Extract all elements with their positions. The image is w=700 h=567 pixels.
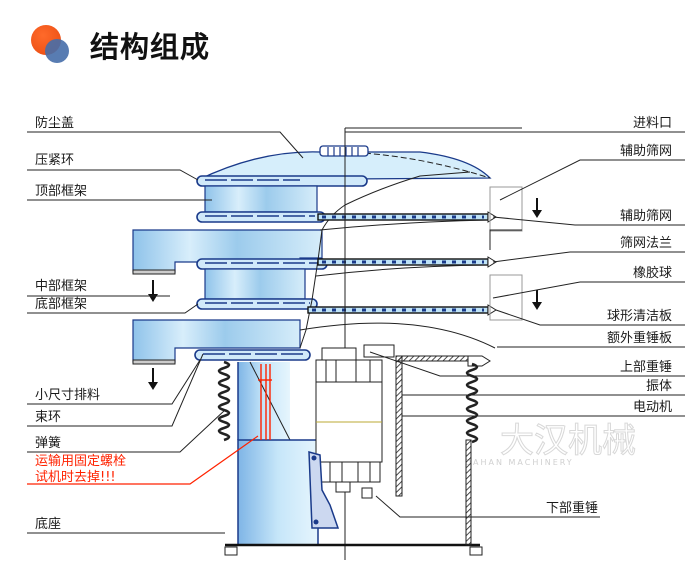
left-labels: 防尘盖 压紧环 顶部框架 中部框架 底部框架 小尺寸排料 束环 弹簧 运输用固定… bbox=[35, 115, 126, 532]
label-feed-inlet: 进料口 bbox=[633, 116, 672, 131]
label-middle-frame: 中部框架 bbox=[35, 279, 87, 294]
label-vibrator-body: 振体 bbox=[646, 379, 672, 394]
screen-deck-1 bbox=[317, 211, 497, 223]
base-right-wall bbox=[465, 439, 472, 546]
down-arrow-icon bbox=[532, 198, 542, 218]
clamp-ring-top bbox=[196, 175, 368, 187]
watermark-text: 大汉机械 bbox=[500, 421, 636, 461]
label-screen-flange: 筛网法兰 bbox=[620, 236, 672, 251]
top-frame-shape bbox=[204, 185, 318, 213]
base-shape bbox=[237, 439, 319, 546]
down-arrow-icon bbox=[532, 290, 542, 310]
feed-inlet-neck bbox=[319, 145, 369, 157]
label-base: 底座 bbox=[35, 516, 61, 532]
upper-weight-shape bbox=[363, 344, 395, 358]
label-band-ring: 束环 bbox=[35, 410, 61, 425]
screen-deck-2 bbox=[317, 256, 497, 268]
motor-bracket bbox=[308, 451, 340, 529]
label-bottom-frame: 底部框架 bbox=[35, 296, 87, 312]
clamp-ring-3 bbox=[196, 258, 328, 270]
label-aux-screen-2: 辅助筛网 bbox=[620, 209, 672, 224]
label-clamp-ring: 压紧环 bbox=[35, 153, 74, 168]
down-arrow-icon bbox=[148, 368, 158, 390]
vibration-motor bbox=[315, 347, 383, 499]
label-motor: 电动机 bbox=[633, 400, 672, 415]
bottom-frame-shape bbox=[204, 268, 306, 300]
label-dust-cover: 防尘盖 bbox=[35, 115, 74, 131]
clamp-ring-2 bbox=[196, 211, 326, 223]
label-small-discharge: 小尺寸排料 bbox=[35, 388, 100, 403]
leader-lines bbox=[27, 131, 685, 534]
watermark-subtitle: DAHAN MACHINERY bbox=[465, 458, 574, 467]
page-title: 结构组成 bbox=[90, 30, 211, 64]
label-upper-weight: 上部重锤 bbox=[620, 359, 672, 375]
spring-right bbox=[465, 362, 479, 444]
warning-line-2: 试机时去掉!!! bbox=[35, 470, 116, 485]
vibrator-body-wall bbox=[395, 355, 403, 497]
label-top-frame: 顶部框架 bbox=[35, 184, 87, 199]
watermark: 大汉机械 DAHAN MACHINERY bbox=[465, 421, 637, 468]
warning-leader-line bbox=[27, 435, 259, 485]
label-extra-weight-plate: 额外重锤板 bbox=[607, 330, 672, 346]
label-ball-cleaning-plate: 球形清洁板 bbox=[607, 309, 672, 324]
vibrator-body-top bbox=[395, 355, 469, 362]
right-labels: 进料口 辅助筛网 辅助筛网 筛网法兰 橡胶球 球形清洁板 额外重锤板 上部重锤 … bbox=[546, 116, 672, 516]
clamp-ring-4 bbox=[196, 298, 318, 310]
transport-bolt bbox=[258, 364, 272, 440]
right-outlet-box-2 bbox=[489, 274, 523, 321]
down-arrow-icon bbox=[148, 280, 158, 302]
label-rubber-ball: 橡胶球 bbox=[633, 265, 672, 281]
blue-dot-icon bbox=[45, 39, 69, 63]
label-aux-screen-1: 辅助筛网 bbox=[620, 144, 672, 159]
label-lower-weight: 下部重锤 bbox=[546, 500, 598, 516]
label-spring: 弹簧 bbox=[35, 435, 61, 451]
band-ring-shape bbox=[194, 349, 311, 361]
spring-left bbox=[217, 360, 231, 442]
right-outlet-box-1 bbox=[489, 186, 523, 232]
screen-deck-3 bbox=[307, 304, 497, 316]
machine-body bbox=[132, 127, 542, 560]
warning-line-1: 运输用固定螺栓 bbox=[35, 453, 126, 469]
